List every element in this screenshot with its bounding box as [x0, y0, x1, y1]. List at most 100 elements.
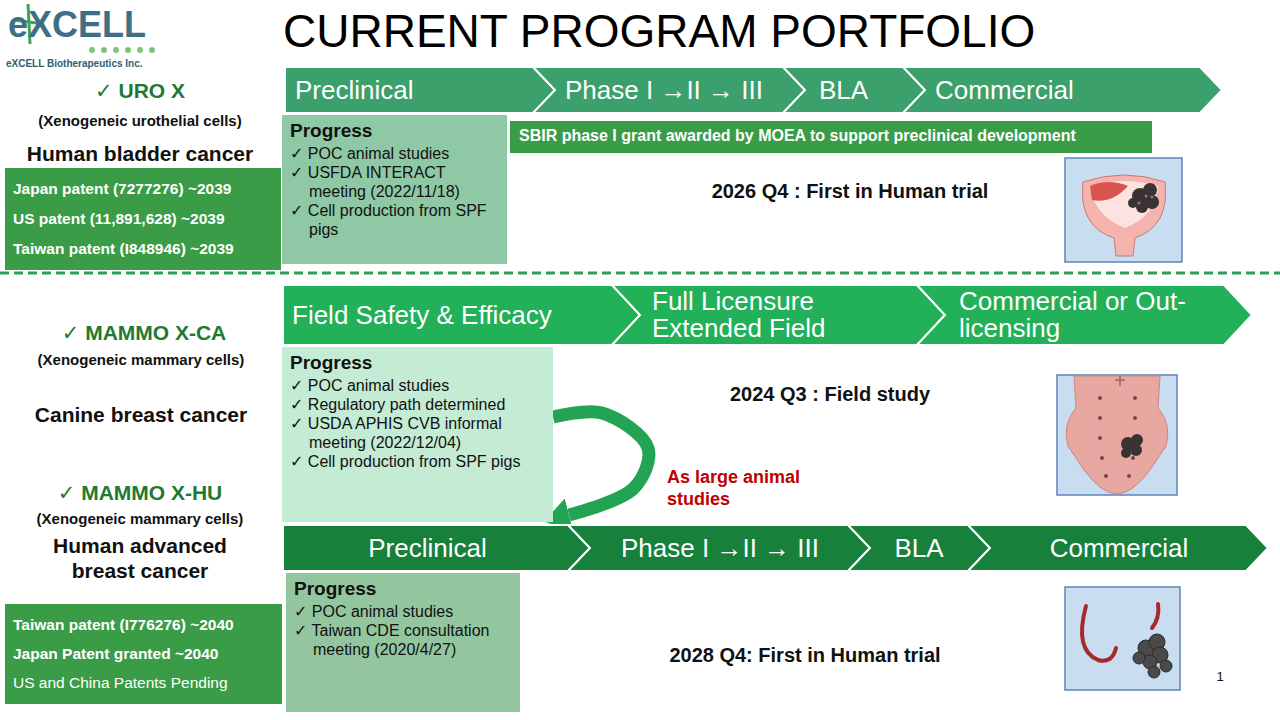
- banner-text: SBIR phase I grant awarded by MOEA to su…: [519, 127, 1143, 145]
- progress-item: ✓ POC animal studies: [294, 603, 512, 622]
- patent-line: Taiwan patent (I848946) ~2039: [13, 240, 273, 258]
- program-subtitle: (Xenogeneic mammary cells): [0, 510, 280, 527]
- label-box: 2026 Q4 : First in Human trial: [640, 180, 1060, 203]
- chevron-fill: [285, 67, 555, 113]
- chevron-fill: [568, 525, 870, 571]
- shape: [1065, 587, 1180, 690]
- shape: [1136, 201, 1148, 213]
- chevron-fill: [917, 285, 1252, 345]
- patent-box: Taiwan patent (I776276) ~2040Japan Paten…: [5, 604, 282, 704]
- edge-label-box: As large animal studies: [664, 466, 835, 511]
- chevron-fill: [533, 67, 805, 113]
- node-content: Preclinical: [283, 525, 590, 571]
- program-subtitle: (Xenogeneic urothelial cells): [0, 112, 280, 129]
- chevron-fill: [968, 525, 1268, 571]
- shape: [1066, 376, 1168, 494]
- dog-illustration: [1057, 375, 1177, 495]
- label-box: ✓ MAMMO X-CA: [8, 321, 280, 345]
- separator: [0, 272, 1280, 275]
- node-content: BLA: [783, 67, 925, 113]
- shape: [1100, 456, 1104, 460]
- shape: [89, 47, 95, 53]
- shape: [1152, 604, 1158, 628]
- node-content: Progress✓ POC animal studies✓ Regulatory…: [282, 347, 553, 477]
- shape: [1127, 474, 1131, 478]
- progress-heading: Progress: [290, 352, 545, 374]
- milestone: 2028 Q4: First in Human trial: [600, 644, 1010, 667]
- milestone: 2024 Q3 : Field study: [640, 383, 1020, 406]
- progress-item: ✓ USFDA INTERACT meeting (2022/11/18): [290, 164, 499, 202]
- shape: [1098, 396, 1137, 478]
- shape: [1133, 652, 1145, 664]
- label-box: Human bladder cancer: [0, 142, 280, 166]
- node-content: Progress✓ POC animal studies✓ Taiwan CDE…: [286, 573, 520, 666]
- stage-chevron: Field Safety & Efficacy: [283, 285, 640, 345]
- node-content: Japan patent (7277276) ~2039 US patent (1…: [5, 168, 281, 270]
- stage-name: Phase I →II → III: [621, 535, 819, 562]
- title-box: CURRENT PROGRAM PORTFOLIO: [283, 4, 1273, 58]
- bladder-illustration: [1065, 158, 1182, 262]
- shape: [1133, 396, 1137, 400]
- indication: Canine breast cancer: [0, 403, 282, 427]
- label-box: (Xenogeneic urothelial cells): [0, 112, 280, 129]
- stage-name: Preclinical: [368, 535, 487, 562]
- shape: [1151, 196, 1154, 199]
- shape: [1098, 396, 1102, 400]
- stage-chevron: Phase I →II → III: [568, 525, 870, 571]
- patent-line: US patent (11,891,628) ~2039: [13, 210, 273, 228]
- shape: [1098, 436, 1102, 440]
- shape: [1115, 376, 1125, 386]
- shape: [1082, 606, 1116, 661]
- label-box: ✓ MAMMO X-HU: [5, 481, 275, 505]
- progress-box: Progress ✓ POC animal studies✓ USFDA INTE…: [282, 115, 507, 264]
- node-content: Commercial or Out-licensing: [917, 285, 1252, 345]
- label-box: Canine breast cancer: [0, 403, 282, 427]
- logo-text: eXCELL: [8, 4, 168, 45]
- shape: [1128, 198, 1138, 208]
- stage-chevron: Preclinical: [285, 67, 555, 113]
- node-content: Field Safety & Efficacy: [283, 285, 640, 345]
- label-box: eXCELL Biotherapeutics Inc.: [6, 58, 176, 70]
- stage-name: Preclinical: [295, 77, 414, 104]
- stage-chevron: Preclinical: [283, 525, 590, 571]
- stage-chevron: Commercial: [968, 525, 1268, 571]
- progress-heading: Progress: [290, 120, 499, 142]
- shape: [1160, 660, 1172, 672]
- shape: [1138, 202, 1141, 205]
- shape: [101, 47, 107, 53]
- stage-chevron: BLA: [783, 67, 925, 113]
- shape: [113, 47, 119, 53]
- shape: [1121, 434, 1143, 458]
- node-content: Full Licensure Extended Field: [612, 285, 945, 345]
- chevron-fill: [848, 525, 990, 571]
- progress-item: ✓ USDA APHIS CVB informal meeting (2022/…: [290, 415, 545, 453]
- chevron-fill: [612, 285, 945, 345]
- shape: [1082, 175, 1165, 256]
- progress-item: ✓ POC animal studies: [290, 145, 499, 164]
- curved-arrow: [553, 412, 649, 515]
- program-name: ✓ MAMMO X-CA: [8, 321, 280, 345]
- edge-label: As large animal studies: [667, 467, 832, 510]
- patent-line: Japan patent (7277276) ~2039: [13, 180, 273, 198]
- program-subtitle: (Xenogeneic mammary cells): [0, 351, 282, 368]
- shape: [137, 47, 143, 53]
- node-content: Preclinical: [285, 67, 555, 113]
- shape: [1133, 416, 1137, 420]
- shape: [1130, 444, 1142, 456]
- shape: [1121, 448, 1131, 458]
- shape: [1098, 416, 1102, 420]
- progress-item: ✓ POC animal studies: [290, 377, 545, 396]
- breast-illustration: [1065, 587, 1180, 690]
- indication: Human bladder cancer: [0, 142, 280, 166]
- grant-banner: SBIR phase I grant awarded by MOEA to su…: [510, 121, 1152, 153]
- progress-box: Progress✓ POC animal studies✓ Regulatory…: [282, 347, 553, 522]
- shape: [1145, 195, 1148, 198]
- company-name: eXCELL Biotherapeutics Inc.: [6, 58, 176, 70]
- node-content: Phase I →II → III: [533, 67, 805, 113]
- shape: [149, 47, 155, 53]
- progress-item: ✓ Cell production from SPF pigs: [290, 202, 499, 240]
- chevron-fill: [783, 67, 925, 113]
- patent-line: Taiwan patent (I776276) ~2040: [13, 616, 274, 634]
- shape: [125, 47, 131, 53]
- shape: [1090, 181, 1158, 228]
